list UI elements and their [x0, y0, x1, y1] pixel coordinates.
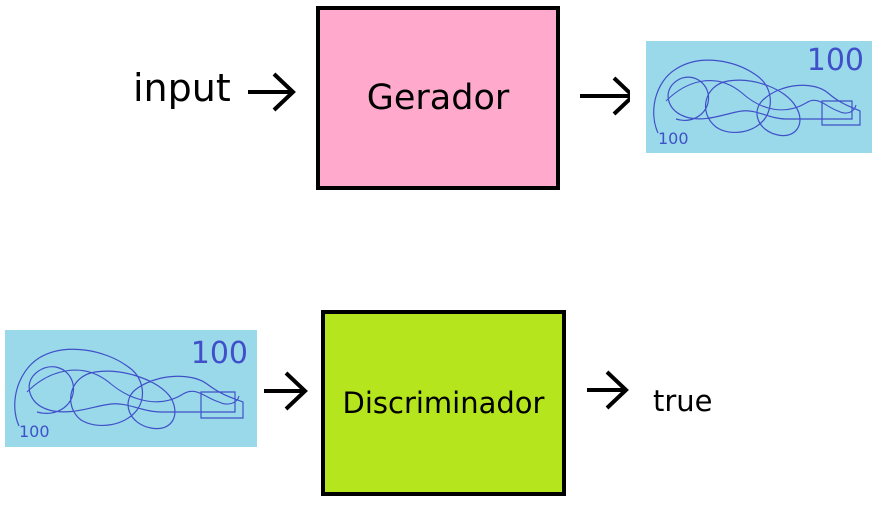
discriminator-label: Discriminador	[342, 386, 545, 420]
banknote-scribble	[5, 330, 257, 447]
generator-label: Gerador	[366, 78, 510, 118]
discriminator-box: Discriminador	[321, 310, 566, 496]
generator-box: Gerador	[316, 6, 560, 190]
right-arrow-icon	[248, 72, 296, 112]
banknote-value-large: 100	[190, 336, 248, 371]
output-label: true	[653, 384, 713, 418]
right-arrow-icon	[587, 370, 629, 410]
input-label: input	[133, 66, 231, 110]
input-banknote: 100 100	[5, 330, 257, 447]
generated-banknote: 100 100	[646, 41, 872, 153]
banknote-value-large: 100	[806, 43, 864, 78]
right-arrow-icon	[264, 371, 308, 411]
right-arrow-icon	[580, 76, 630, 116]
banknote-value-small: 100	[658, 129, 689, 148]
banknote-value-small: 100	[19, 422, 50, 441]
banknote-scribble	[646, 41, 872, 153]
